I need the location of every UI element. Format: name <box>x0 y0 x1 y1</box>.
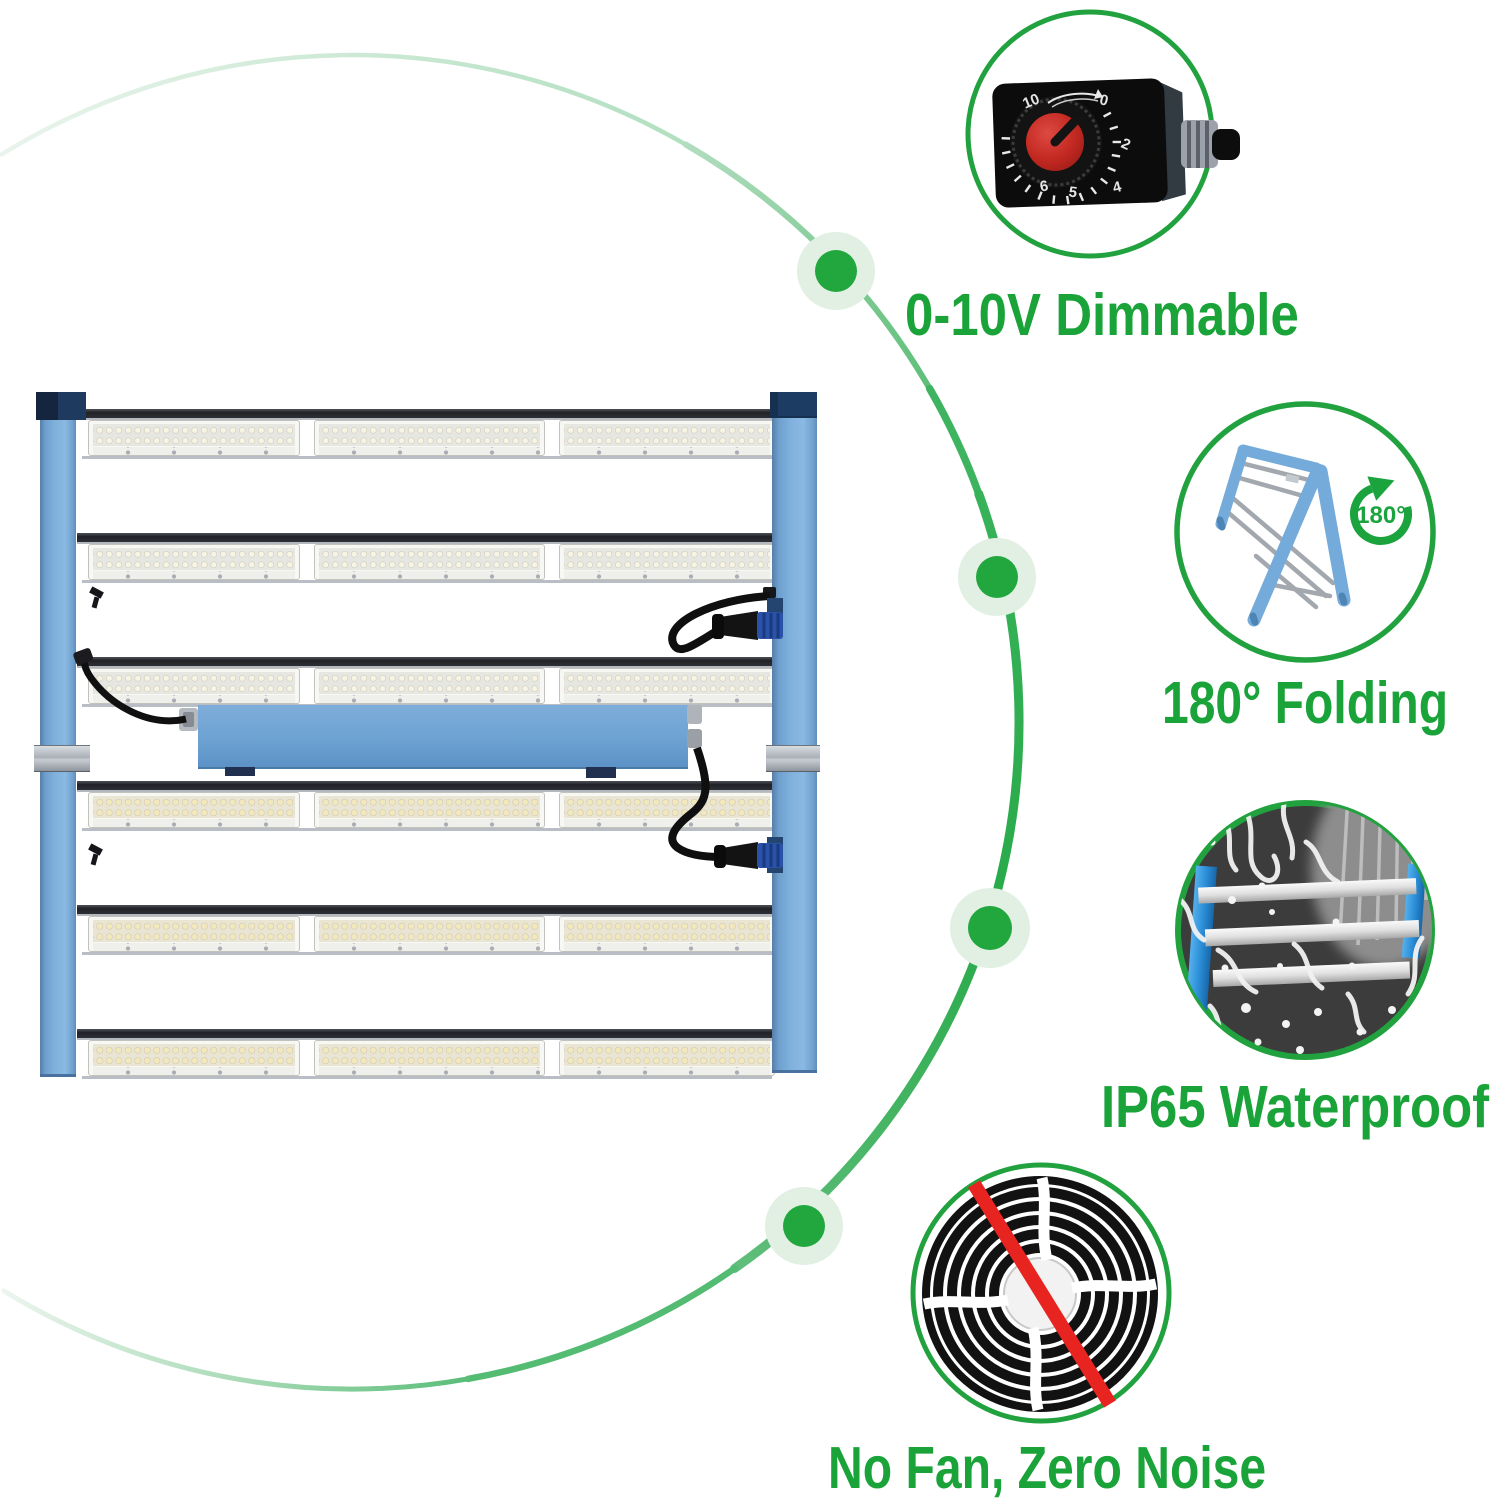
svg-text:180°: 180° <box>1356 502 1406 529</box>
svg-text:10: 10 <box>1020 90 1042 112</box>
svg-text:6: 6 <box>1039 177 1050 195</box>
svg-text:5: 5 <box>1068 183 1079 201</box>
